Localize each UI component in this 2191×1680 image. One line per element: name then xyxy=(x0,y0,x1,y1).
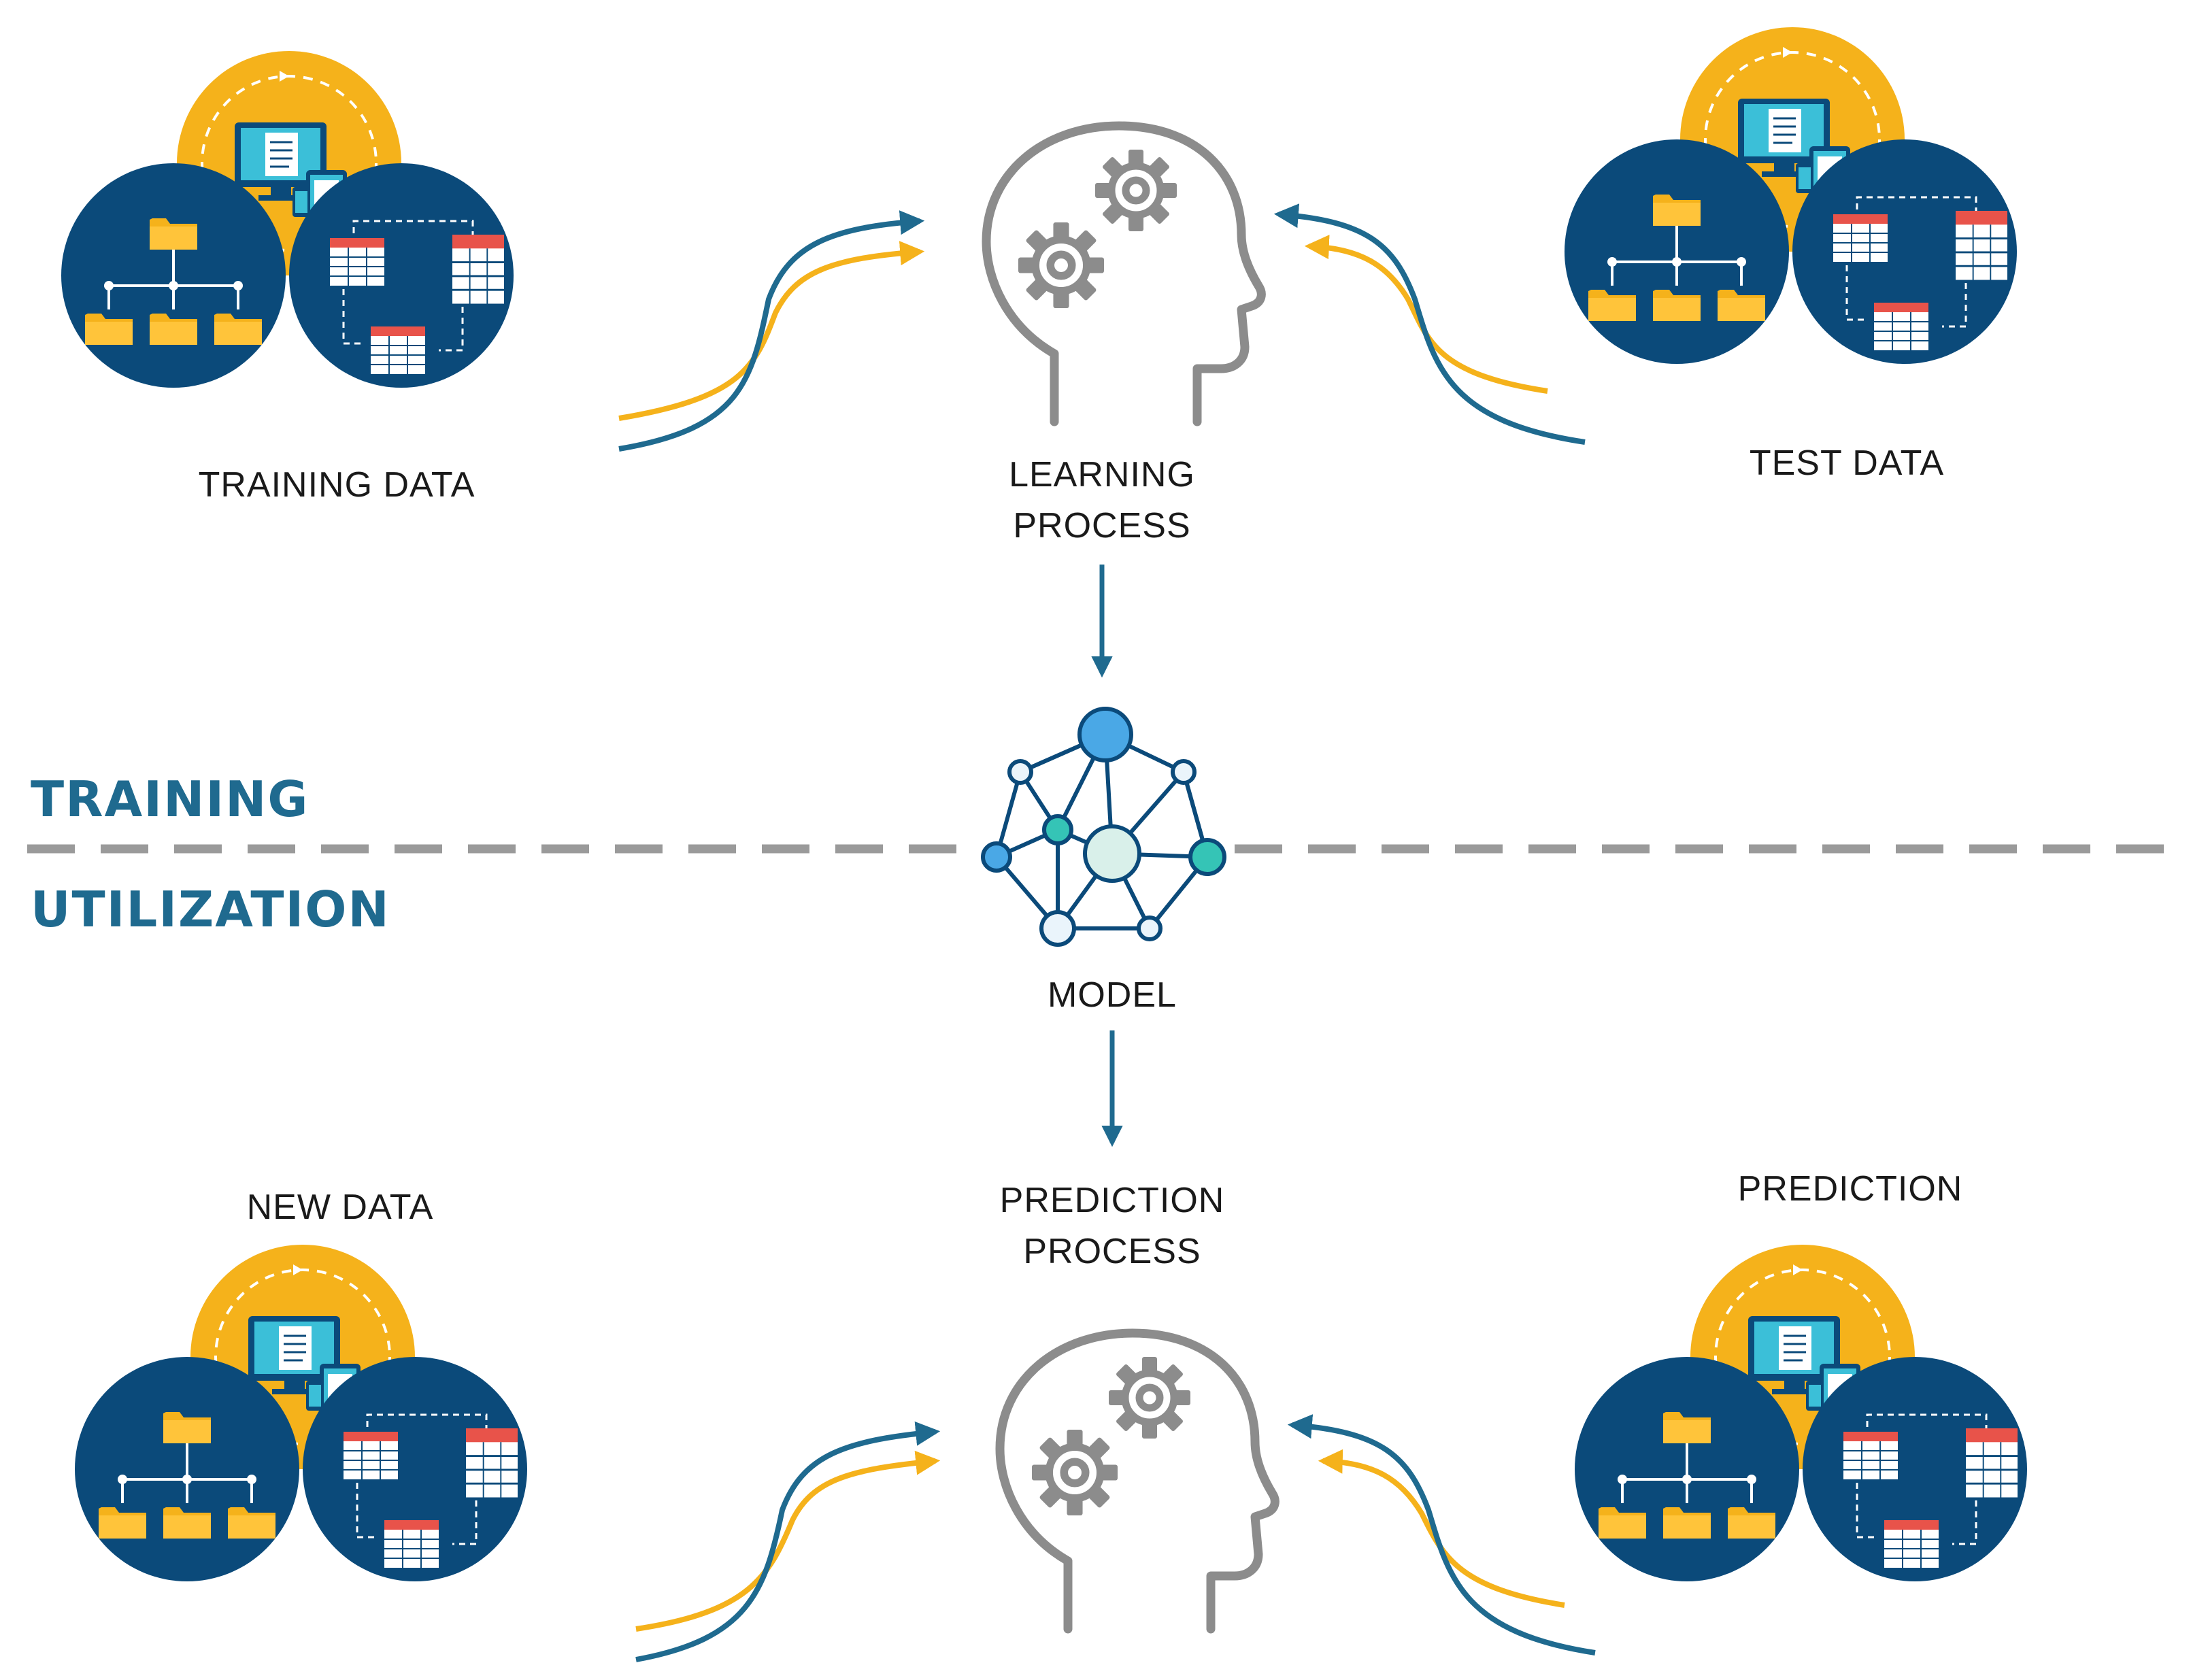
prediction-process-label-line1: PREDICTION xyxy=(1000,1181,1225,1220)
model-network-icon xyxy=(983,709,1224,945)
flow-arrow-new-data-to-prediction xyxy=(635,1421,941,1662)
learning-process-label-line1: LEARNING xyxy=(1009,455,1195,494)
prediction-process-label-line2: PROCESS xyxy=(1023,1232,1201,1271)
model-label: MODEL xyxy=(1048,975,1177,1015)
new-data-label: NEW DATA xyxy=(247,1188,434,1227)
flow-arrow-training-data-to-learning xyxy=(618,210,925,452)
prediction-output-icon xyxy=(1575,1245,2027,1581)
learning-process-label-line2: PROCESS xyxy=(1013,506,1190,545)
flow-arrow-prediction-to-output xyxy=(1287,1414,1596,1656)
test-data-icon xyxy=(1565,27,2017,364)
new-data-icon xyxy=(75,1245,527,1581)
learning-process-head-icon xyxy=(986,126,1261,422)
training-data-label: TRAINING DATA xyxy=(199,465,475,505)
prediction-process-head-icon xyxy=(1000,1333,1275,1629)
flow-arrow-test-data-to-learning xyxy=(1273,203,1586,445)
phase-label-utilization: UTILIZATION xyxy=(31,881,390,938)
prediction-label: PREDICTION xyxy=(1738,1169,1963,1209)
training-data-icon xyxy=(61,51,514,388)
phase-label-training: TRAINING xyxy=(31,771,309,828)
test-data-label: TEST DATA xyxy=(1750,443,1944,483)
